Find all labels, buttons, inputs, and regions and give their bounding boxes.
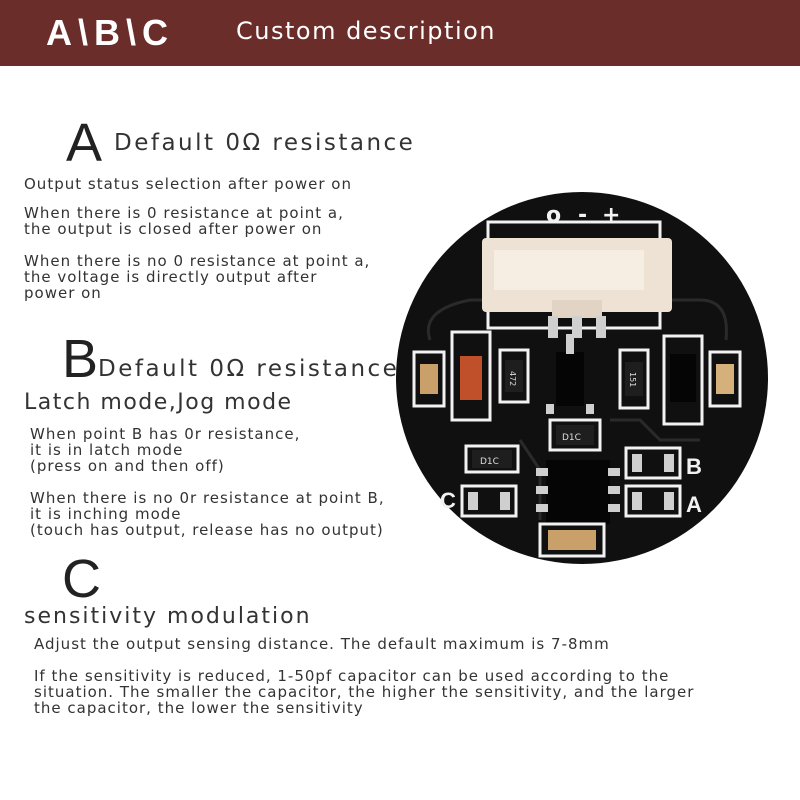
section-a-line-1: Output status selection after power on bbox=[24, 175, 352, 193]
banner-title: Custom description bbox=[236, 17, 497, 45]
pin-label-o: o bbox=[546, 203, 561, 228]
connector-pin bbox=[548, 316, 558, 338]
diode bbox=[460, 356, 482, 400]
left-cap bbox=[420, 364, 438, 394]
pad-a-silk bbox=[624, 484, 682, 518]
section-c-title: sensitivity modulation bbox=[24, 604, 312, 629]
section-c-letter: C bbox=[62, 549, 101, 609]
pin-label-minus: - bbox=[578, 203, 587, 228]
d1c-component bbox=[556, 425, 594, 445]
ic-chip bbox=[546, 460, 610, 524]
resistor-151-code: 151 bbox=[628, 372, 637, 387]
pad-c-silk bbox=[460, 484, 518, 518]
header-banner: A\B\C Custom description bbox=[0, 0, 800, 66]
section-b-line-2: When there is no 0r resistance at point … bbox=[30, 489, 385, 539]
transistor bbox=[556, 352, 584, 406]
pad-label-c: C bbox=[440, 488, 456, 513]
section-c-line-1: Adjust the output sensing distance. The … bbox=[34, 635, 610, 653]
right-diode bbox=[670, 354, 696, 402]
section-b-subtitle: Latch mode,Jog mode bbox=[24, 390, 293, 415]
section-b-letter: B bbox=[62, 329, 99, 389]
resistor-472-code: 472 bbox=[508, 371, 517, 386]
bottom-cap bbox=[548, 530, 596, 550]
pad-label-a: A bbox=[686, 492, 702, 517]
resistor-151 bbox=[625, 362, 643, 396]
resistor-472 bbox=[505, 360, 523, 392]
section-c-line-2: If the sensitivity is reduced, 1-50pf ca… bbox=[34, 667, 695, 717]
connector-pin bbox=[596, 316, 606, 338]
left-cap-silk bbox=[412, 350, 446, 408]
abc-logo: A\B\C bbox=[46, 12, 174, 53]
section-a-line-2: When there is 0 resistance at point a, t… bbox=[24, 204, 344, 238]
section-b-line-1: When point B has 0r resistance, it is in… bbox=[30, 425, 301, 475]
section-a-letter: A bbox=[66, 113, 103, 173]
d1c-code-2: D1C bbox=[480, 457, 499, 467]
section-b-title: Default 0Ω resistance bbox=[98, 356, 400, 382]
right-cap bbox=[716, 364, 734, 394]
pin-label-plus: + bbox=[602, 203, 620, 228]
pad-label-b: B bbox=[686, 454, 702, 479]
diode-silk bbox=[450, 330, 492, 422]
connector-pin bbox=[572, 316, 582, 338]
d1c-code-1: D1C bbox=[562, 433, 581, 443]
section-a-line-3: When there is no 0 resistance at point a… bbox=[24, 252, 371, 302]
section-a-title: Default 0Ω resistance bbox=[114, 130, 416, 156]
pad-b-silk bbox=[624, 446, 682, 480]
